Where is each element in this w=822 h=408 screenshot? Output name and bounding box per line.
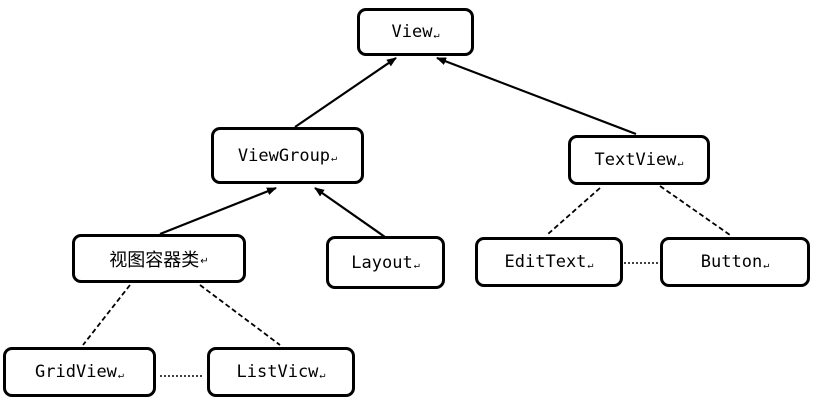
node-textview-label: TextView [594,150,677,170]
return-mark: ↵ [200,256,209,267]
node-button-label: Button [700,252,763,272]
arrow-textview-to-view [436,56,637,136]
dashed-textview-to-edittext [547,187,601,235]
arrow-layout-to-viewgroup [314,187,386,238]
arrow-viewgroup-to-view [294,57,397,128]
return-mark: ↵ [763,259,770,271]
node-edittext-label: EditText [504,252,587,272]
node-viewgroup-label: ViewGroup [237,145,331,166]
return-mark: ↵ [433,29,440,41]
node-view-container-label: 视图容器类 [109,249,200,271]
return-mark: ↵ [331,153,338,164]
node-viewgroup: ViewGroup↵ [211,127,364,184]
return-mark: ↵ [413,260,420,271]
return-mark: ↵ [587,259,594,271]
dashed-container-to-listview [199,284,281,346]
node-view: View↵ [357,8,474,56]
node-textview: TextView↵ [568,135,710,185]
return-mark: ↵ [677,157,684,169]
node-listview: ListVicw↵ [207,347,355,397]
return-mark: ↵ [117,369,124,381]
node-layout: Layout↵ [326,236,445,289]
node-layout-label: Layout [351,252,413,273]
node-listview-label: ListVicw [236,362,319,382]
dashed-textview-to-button [659,185,731,236]
node-edittext: EditText↵ [475,237,623,287]
node-view-container: 视图容器类↵ [72,234,246,283]
return-mark: ↵ [319,369,326,381]
arrow-container-to-viewgroup [159,186,277,236]
node-gridview-label: GridView [35,362,117,382]
node-gridview: GridView↵ [3,347,156,397]
dashed-container-to-gridview [82,284,131,346]
node-view-label: View [391,22,433,42]
node-button: Button↵ [660,237,810,287]
